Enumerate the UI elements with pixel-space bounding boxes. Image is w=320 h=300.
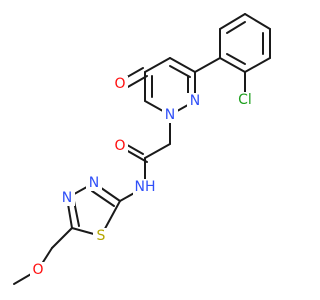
bond-c3-ph bbox=[194, 57, 221, 73]
bond-ph-db3 bbox=[226, 53, 246, 65]
chlorine-label: Cl bbox=[238, 92, 252, 108]
ring-n1-label: N bbox=[165, 107, 175, 123]
bond-layer bbox=[13, 13, 271, 285]
bond-ph-c bbox=[244, 13, 271, 30]
thiadiazole-n4-label: N bbox=[62, 190, 72, 206]
ring-n2-label: N bbox=[190, 93, 200, 109]
bond-c3-c4 bbox=[169, 57, 196, 73]
bond-c5-o-2 bbox=[125, 75, 148, 89]
atom-label-layer: O N N Cl O NH N N S O bbox=[30, 76, 255, 278]
bond-c3-c4-double bbox=[169, 65, 191, 78]
bond-ph-b bbox=[219, 13, 246, 30]
bond-c2-n3-double bbox=[91, 190, 115, 207]
amide-nh-label: NH bbox=[135, 179, 156, 195]
ketone-oxygen-label: O bbox=[114, 76, 125, 92]
bond-c5-ch2 bbox=[51, 227, 73, 249]
thiadiazole-sulfur-label: S bbox=[97, 228, 106, 244]
bond-co-o-2 bbox=[125, 149, 148, 163]
amide-oxygen-label: O bbox=[114, 138, 125, 154]
bond-c4-c5 bbox=[144, 57, 171, 73]
bond-ph-e bbox=[244, 57, 271, 73]
thiadiazole-n3-label: N bbox=[89, 175, 99, 191]
bond-ph-f bbox=[219, 57, 246, 73]
molecule-structure: O N N Cl O NH N N S O bbox=[13, 13, 271, 285]
bond-ch2-co bbox=[144, 143, 171, 159]
bond-ph-db1 bbox=[226, 21, 246, 34]
ether-oxygen-label: O bbox=[32, 262, 43, 278]
